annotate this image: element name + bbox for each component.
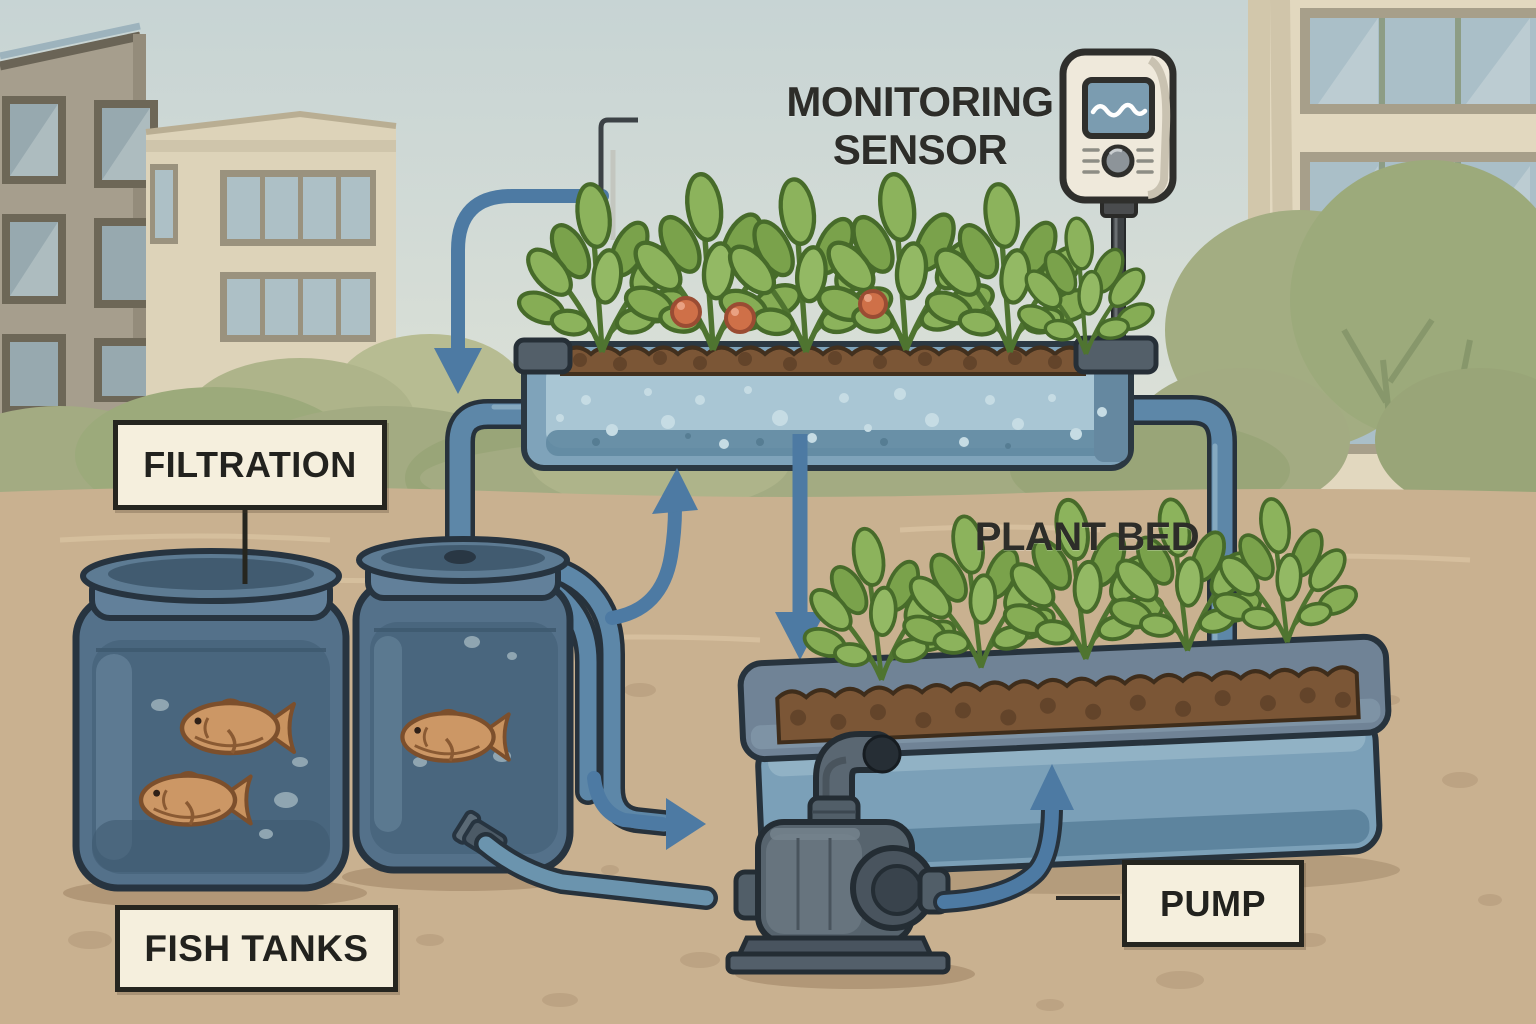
- pump-label: PUMP: [1122, 860, 1304, 947]
- monitoring-sensor-label: MONITORING SENSOR: [770, 78, 1070, 175]
- bubbles: [151, 699, 308, 839]
- pump-label-text: PUMP: [1159, 882, 1266, 924]
- fish-tanks-label: FISH TANKS: [115, 905, 398, 992]
- tomatoes: [670, 289, 888, 334]
- filtration-label: FILTRATION: [113, 420, 387, 510]
- monitoring-sensor-label-line2: SENSOR: [832, 126, 1008, 174]
- flow-arrow-up-to-grow-bed: [605, 468, 698, 625]
- sensor-screen: [1082, 77, 1155, 139]
- lid-pipe-hole: [444, 550, 476, 564]
- fish-tank-1: [72, 548, 350, 892]
- plant-bed-soil-clods: [790, 687, 1351, 730]
- plant-bed-label-text: PLANT BED: [974, 515, 1200, 559]
- pump-device: [725, 731, 951, 975]
- grow-bed-plants: [515, 172, 1157, 354]
- sensor-tick-marks: [1082, 148, 1154, 174]
- grow-bed-soil-clods: [573, 351, 1062, 371]
- flow-arrow-down-left: [434, 189, 609, 394]
- pump-elbow-opening: [862, 734, 902, 774]
- building-windows: [2, 96, 158, 414]
- tube-tank-to-pump: [474, 832, 718, 910]
- fish-tank-2-filtration: [352, 536, 574, 874]
- grow-bed: [513, 335, 1159, 471]
- flow-arrow-down-center: [775, 434, 825, 660]
- grow-bed-dark-dots: [592, 433, 1011, 449]
- sensor-waveform-icon: [1090, 102, 1148, 118]
- plant-bed-label: PLANT BED: [962, 514, 1212, 560]
- fish-tanks-label-text: FISH TANKS: [144, 927, 369, 969]
- sensor-rod: [598, 117, 638, 240]
- filtration-label-text: FILTRATION: [143, 444, 357, 485]
- grow-bed-water-dots: [556, 386, 1107, 449]
- flow-arrow-right-to-pump: [587, 771, 706, 850]
- monitoring-sensor-label-line1: MONITORING: [786, 78, 1054, 125]
- plant-bed-container: [737, 484, 1392, 880]
- grow-bed-soil: [560, 345, 1086, 376]
- grow-bed-rim-right: [1073, 335, 1159, 375]
- background-building-left-cream: [145, 110, 397, 420]
- monitoring-sensor-device: [1059, 48, 1177, 218]
- background-building-left-dark: [0, 22, 158, 430]
- flow-arrow-pump-to-plant-bed: [933, 764, 1074, 913]
- grow-bed-rim-left: [513, 337, 573, 375]
